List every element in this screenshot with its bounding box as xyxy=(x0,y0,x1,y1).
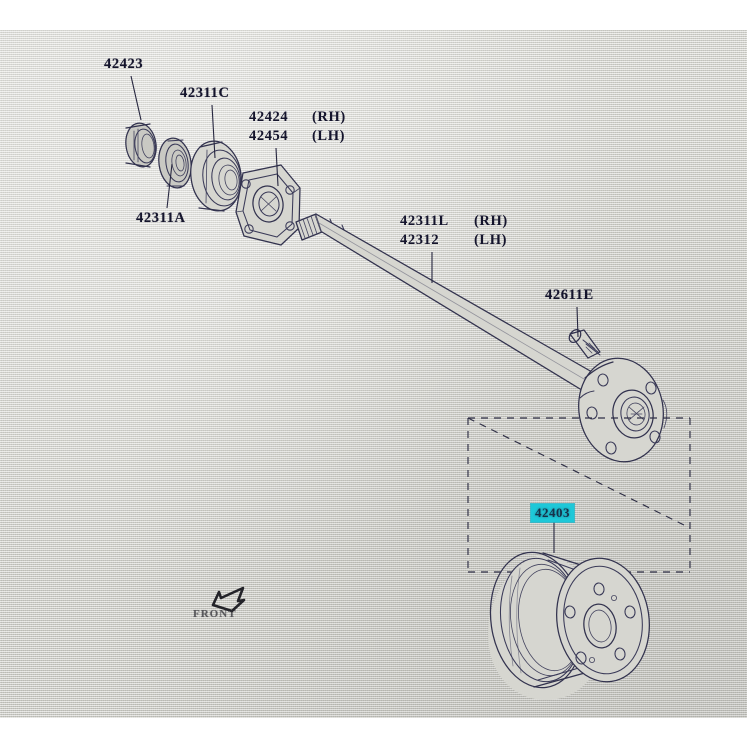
callout-42312[interactable]: 42312 xyxy=(400,232,440,248)
callout-group-42424-42454-side: (RH) (LH) xyxy=(312,108,346,146)
part-hub-bolt-42611E xyxy=(568,328,601,359)
callout-42311L[interactable]: 42311L xyxy=(400,213,449,229)
callout-42454[interactable]: 42454 xyxy=(249,128,289,144)
side-marker-lh-2: (LH) xyxy=(474,232,508,248)
front-arrow-icon xyxy=(211,586,246,613)
part-axle-flange-hub xyxy=(578,357,668,463)
part-wheel-bearing-42311C xyxy=(190,140,242,212)
leader-lines xyxy=(130,75,579,553)
callout-42311A[interactable]: 42311A xyxy=(136,210,186,226)
side-marker-lh: (LH) xyxy=(312,128,346,144)
callout-42403-highlighted[interactable]: 42403 xyxy=(531,504,574,522)
part-oil-seal-42423 xyxy=(125,122,157,168)
side-marker-rh-2: (RH) xyxy=(474,213,508,229)
callout-42423[interactable]: 42423 xyxy=(104,56,144,72)
callout-group-42424-42454[interactable]: 42424 42454 xyxy=(249,108,288,146)
callout-42424[interactable]: 42424 xyxy=(249,109,289,125)
part-bearing-retainer-42311A xyxy=(158,137,192,189)
callout-group-42311L-42312-side: (RH) (LH) xyxy=(474,212,508,250)
callout-42311C[interactable]: 42311C xyxy=(180,85,230,101)
part-backing-plate-42424-42454 xyxy=(235,164,301,246)
front-direction-label: FRONT xyxy=(193,608,237,620)
part-brake-drum-42403 xyxy=(488,551,650,700)
callout-42611E[interactable]: 42611E xyxy=(545,287,594,303)
callout-group-42311L-42312[interactable]: 42311L 42312 xyxy=(400,212,449,250)
part-axle-shaft-42311L-42312 xyxy=(295,213,593,393)
side-marker-rh: (RH) xyxy=(312,109,346,125)
